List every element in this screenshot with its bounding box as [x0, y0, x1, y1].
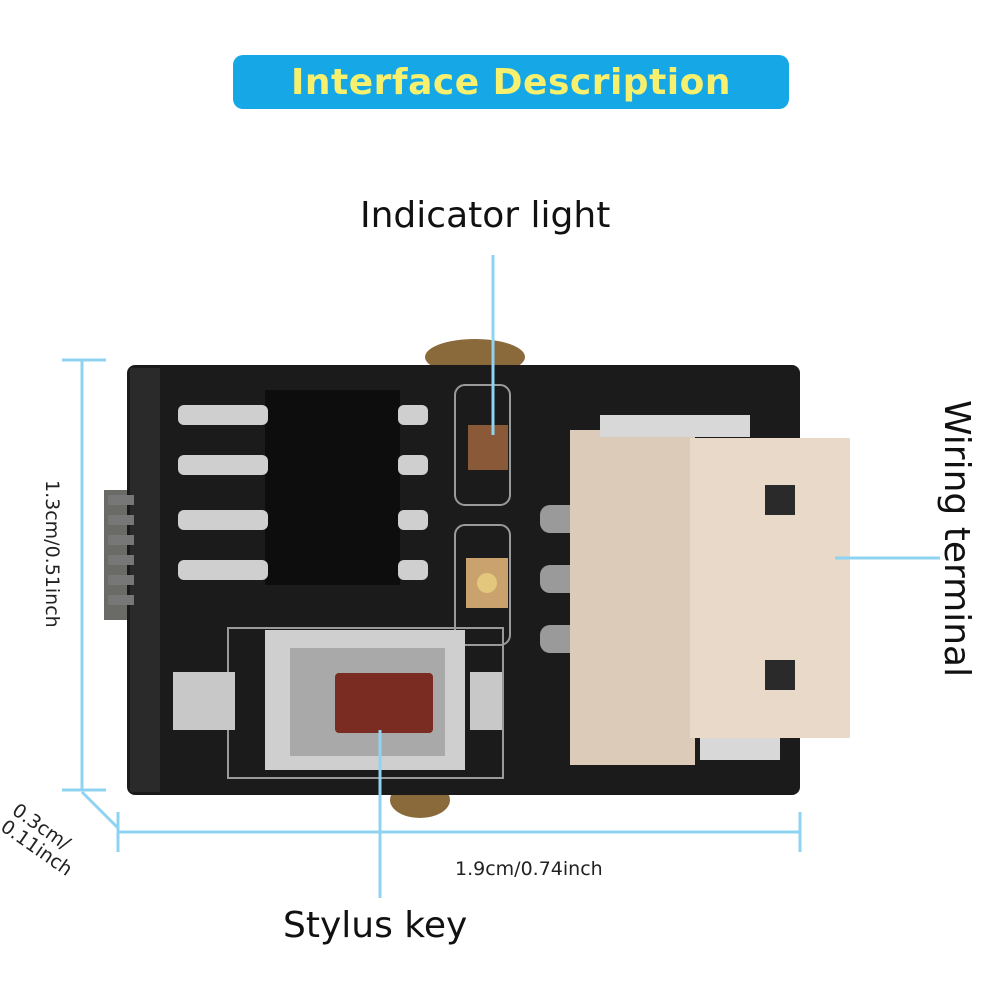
callout-lines — [378, 255, 940, 898]
height-dimension-label: 1.3cm/0.51inch — [41, 480, 63, 628]
title-text: Interface Description — [291, 61, 731, 103]
stylus-key-switch[interactable] — [173, 627, 504, 779]
stylus-key-label: Stylus key — [283, 905, 468, 946]
wiring-terminal-connector — [540, 415, 850, 765]
dimension-lines — [62, 358, 802, 852]
width-dimension-label: 1.9cm/0.74inch — [455, 858, 603, 880]
wiring-terminal-label: Wiring terminal — [936, 400, 977, 678]
indicator-light-label: Indicator light — [360, 195, 611, 236]
stylus-key-button[interactable] — [335, 673, 433, 733]
ic-chip — [178, 390, 428, 585]
thickness-dimension-line — [80, 790, 120, 830]
indicator-components — [454, 384, 511, 646]
title-banner: Interface Description — [233, 55, 789, 109]
